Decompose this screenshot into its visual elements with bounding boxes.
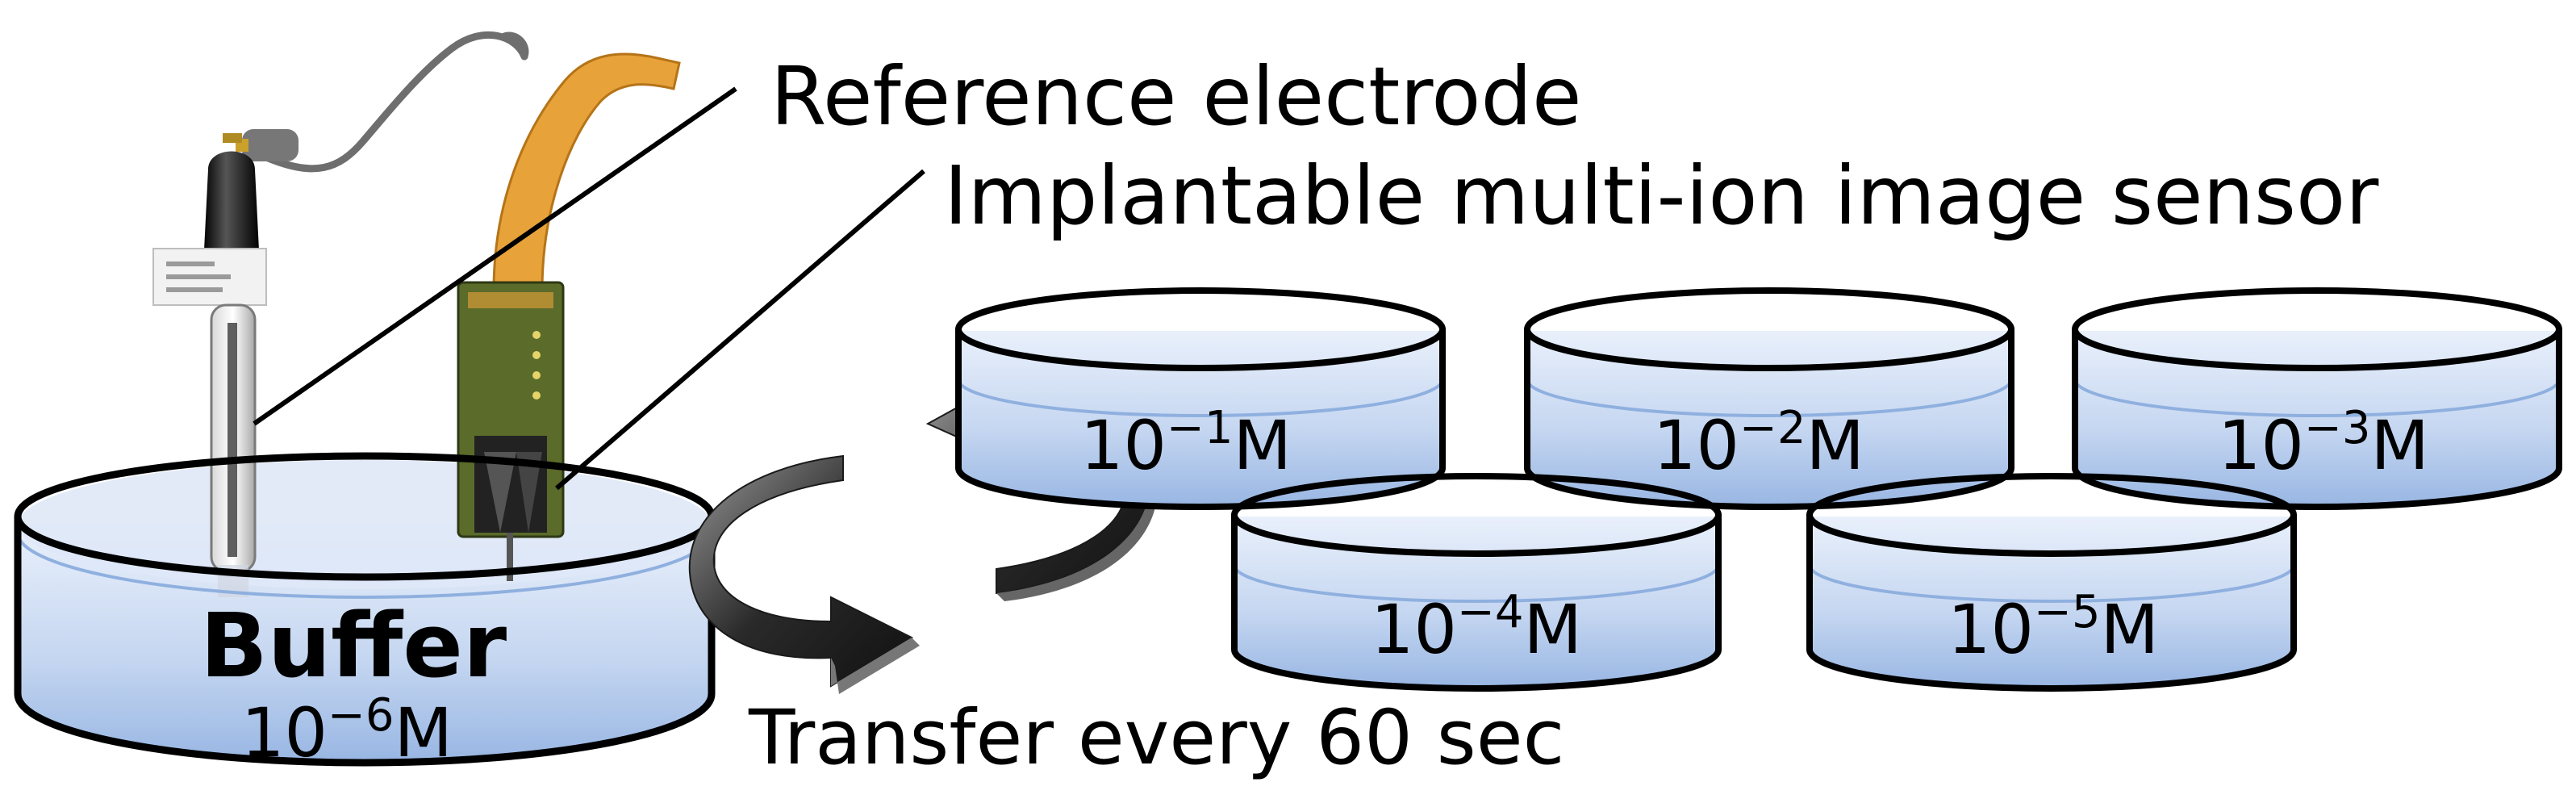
concentration-label-dish-4: 10−4M: [1371, 586, 1582, 669]
image-sensor-label: Implantable multi-ion image sensor: [944, 149, 2379, 243]
multi-ion-image-sensor: [457, 52, 681, 581]
dish-1e-2: [1524, 287, 2014, 510]
reference-electrode-label: Reference electrode: [770, 49, 1582, 144]
dish-1e-4: [1231, 473, 1722, 692]
concentration-label-buffer: 10−6M: [241, 689, 453, 772]
concentration-label-dish-1: 10−1M: [1080, 402, 1292, 485]
dish-1e-5: [1806, 473, 2297, 692]
concentration-label-dish-3: 10−3M: [2218, 402, 2429, 485]
dish-1e-1: [955, 287, 1446, 510]
image-sensor-leader: [555, 169, 925, 491]
concentration-label-dish-2: 10−2M: [1653, 402, 1864, 485]
concentration-label-dish-5: 10−5M: [1948, 586, 2159, 669]
reference-electrode-leader: [253, 86, 737, 426]
transfer-label: Transfer every 60 sec: [749, 694, 1565, 782]
buffer-label: Buffer: [200, 594, 507, 697]
dish-1e-3: [2072, 287, 2562, 510]
